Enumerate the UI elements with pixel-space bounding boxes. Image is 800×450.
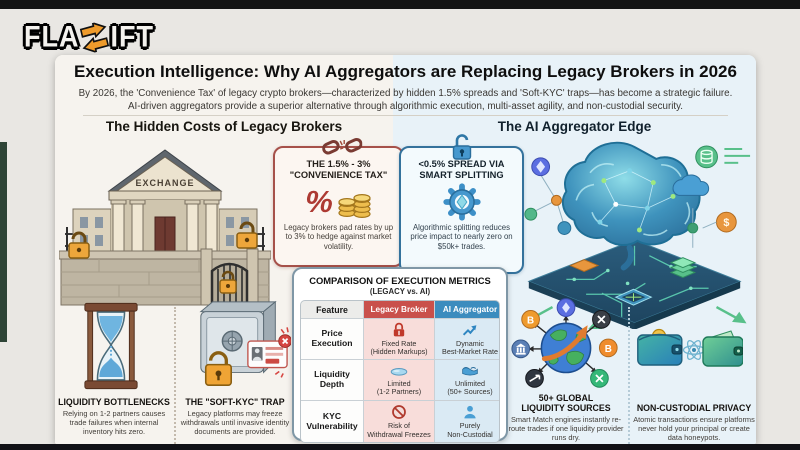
no-entry-icon — [392, 405, 406, 420]
caption-body: Relying on 1-2 partners causes trade fai… — [62, 409, 166, 436]
header-divider — [83, 115, 728, 116]
open-padlock-icon — [452, 134, 471, 160]
gear-eth-icon — [401, 182, 522, 222]
column-header-feature: Feature — [301, 301, 363, 318]
waves-icon — [462, 366, 478, 376]
ai-brain-illustration: $ — [522, 141, 751, 329]
exchange-sign: EXCHANGE — [135, 178, 194, 188]
ai-section-heading: The AI Aggregator Edge — [497, 119, 652, 134]
padlock-icon — [68, 221, 258, 294]
table-title: COMPARISON OF EXECUTION METRICS — [309, 275, 491, 286]
svg-text:B: B — [527, 315, 534, 326]
tax-box-body: Legacy brokers pad rates by up to 3% to … — [283, 223, 394, 251]
exchange-building-illustration: EXCHANGE — [59, 149, 271, 306]
table-subtitle: (LEGACY vs. AI) — [369, 287, 431, 296]
spread-box-body: Algorithmic splitting reduces price impa… — [410, 223, 513, 251]
coins-icon — [338, 194, 371, 218]
infographic-card: Execution Intelligence: Why AI Aggregato… — [55, 55, 756, 444]
spread-box-title: <0.5% SPREAD VIA SMART SPLITTING — [418, 159, 505, 180]
globe-network-icon: B B — [511, 298, 618, 388]
flashift-logo: FLA IFT — [24, 19, 154, 56]
page-subtitle: By 2026, the 'Convenience Tax' of legacy… — [55, 88, 756, 113]
left-caption-divider — [174, 307, 176, 444]
wallets-atom-icon — [637, 328, 743, 367]
subtitle-line-1: By 2026, the 'Convenience Tax' of legacy… — [78, 88, 733, 99]
caption-title: NON-CUSTODIAL PRIVACY — [636, 403, 752, 413]
logo-text-pre: FLA — [24, 20, 80, 54]
user-icon — [464, 406, 476, 419]
broken-chain-icon — [321, 138, 362, 155]
table-row-feature: Liquidity Depth — [301, 360, 363, 400]
database-node-icon — [695, 145, 718, 169]
smart-splitting-box: <0.5% SPREAD VIA SMART SPLITTING Algorit… — [399, 134, 524, 274]
percent-coins-icon: % — [275, 182, 402, 222]
liquidity-sources-caption: 50+ GLOBAL LIQUIDITY SOURCES Smart Match… — [507, 393, 625, 442]
bottom-letterbox-bar — [0, 444, 800, 450]
soft-kyc-trap-caption: THE "SOFT-KYC" TRAP Legacy platforms may… — [179, 397, 291, 436]
table-row-feature: KYC Vulnerability — [301, 401, 363, 442]
lock-icon — [393, 322, 405, 337]
id-card-icon — [247, 327, 291, 378]
table-cell-ai: Unlimited(50+ Sources) — [435, 360, 499, 400]
caption-title: LIQUIDITY BOTTLENECKS — [58, 397, 170, 407]
svg-text:B: B — [605, 344, 612, 355]
padlock-icon — [204, 351, 233, 386]
legacy-section-heading: The Hidden Costs of Legacy Brokers — [105, 119, 343, 134]
svg-text:$: $ — [723, 217, 729, 229]
logo-text-post: IFT — [110, 20, 154, 54]
column-header-legacy: Legacy Broker — [364, 301, 434, 318]
swap-icon — [80, 21, 110, 53]
caption-title: 50+ GLOBAL LIQUIDITY SOURCES — [521, 393, 611, 413]
kyc-vault-icon — [199, 300, 291, 386]
tax-box-title: THE 1.5% - 3% "CONVENIENCE TAX" — [289, 159, 388, 180]
page-title: Execution Intelligence: Why AI Aggregato… — [74, 62, 737, 81]
caption-title: THE "SOFT-KYC" TRAP — [185, 397, 285, 407]
table-grid: Feature Legacy Broker AI Aggregator Pric… — [300, 300, 500, 443]
trend-up-icon — [462, 324, 477, 336]
percent-icon: % — [305, 184, 333, 219]
cloud-icon — [672, 174, 710, 196]
subtitle-line-2: AI-driven aggregators provide a superior… — [127, 100, 684, 112]
caption-body: Atomic transactions ensure platforms nev… — [633, 415, 755, 442]
caption-body: Legacy platforms may freeze withdrawals … — [180, 409, 290, 436]
table-cell-legacy: Limited(1-2 Partners) — [364, 360, 434, 400]
column-header-ai: AI Aggregator — [435, 301, 499, 318]
table-cell-legacy: Fixed Rate(Hidden Markups) — [364, 319, 434, 359]
table-row-feature: Price Execution — [301, 319, 363, 359]
left-edge-strip — [0, 142, 7, 342]
non-custodial-privacy-caption: NON-CUSTODIAL PRIVACY Atomic transaction… — [633, 393, 755, 442]
top-letterbox-bar — [0, 0, 800, 9]
caption-body: Smart Match engines instantly re-route t… — [508, 415, 624, 442]
liquidity-bottlenecks-caption: LIQUIDITY BOTTLENECKS Relying on 1-2 par… — [57, 397, 171, 436]
right-caption-divider — [628, 307, 630, 444]
convenience-tax-box: THE 1.5% - 3% "CONVENIENCE TAX" % Legacy… — [273, 138, 404, 267]
puddle-icon — [390, 367, 408, 376]
hourglass-icon — [84, 302, 138, 390]
comparison-table: COMPARISON OF EXECUTION METRICS (LEGACY … — [292, 267, 508, 443]
